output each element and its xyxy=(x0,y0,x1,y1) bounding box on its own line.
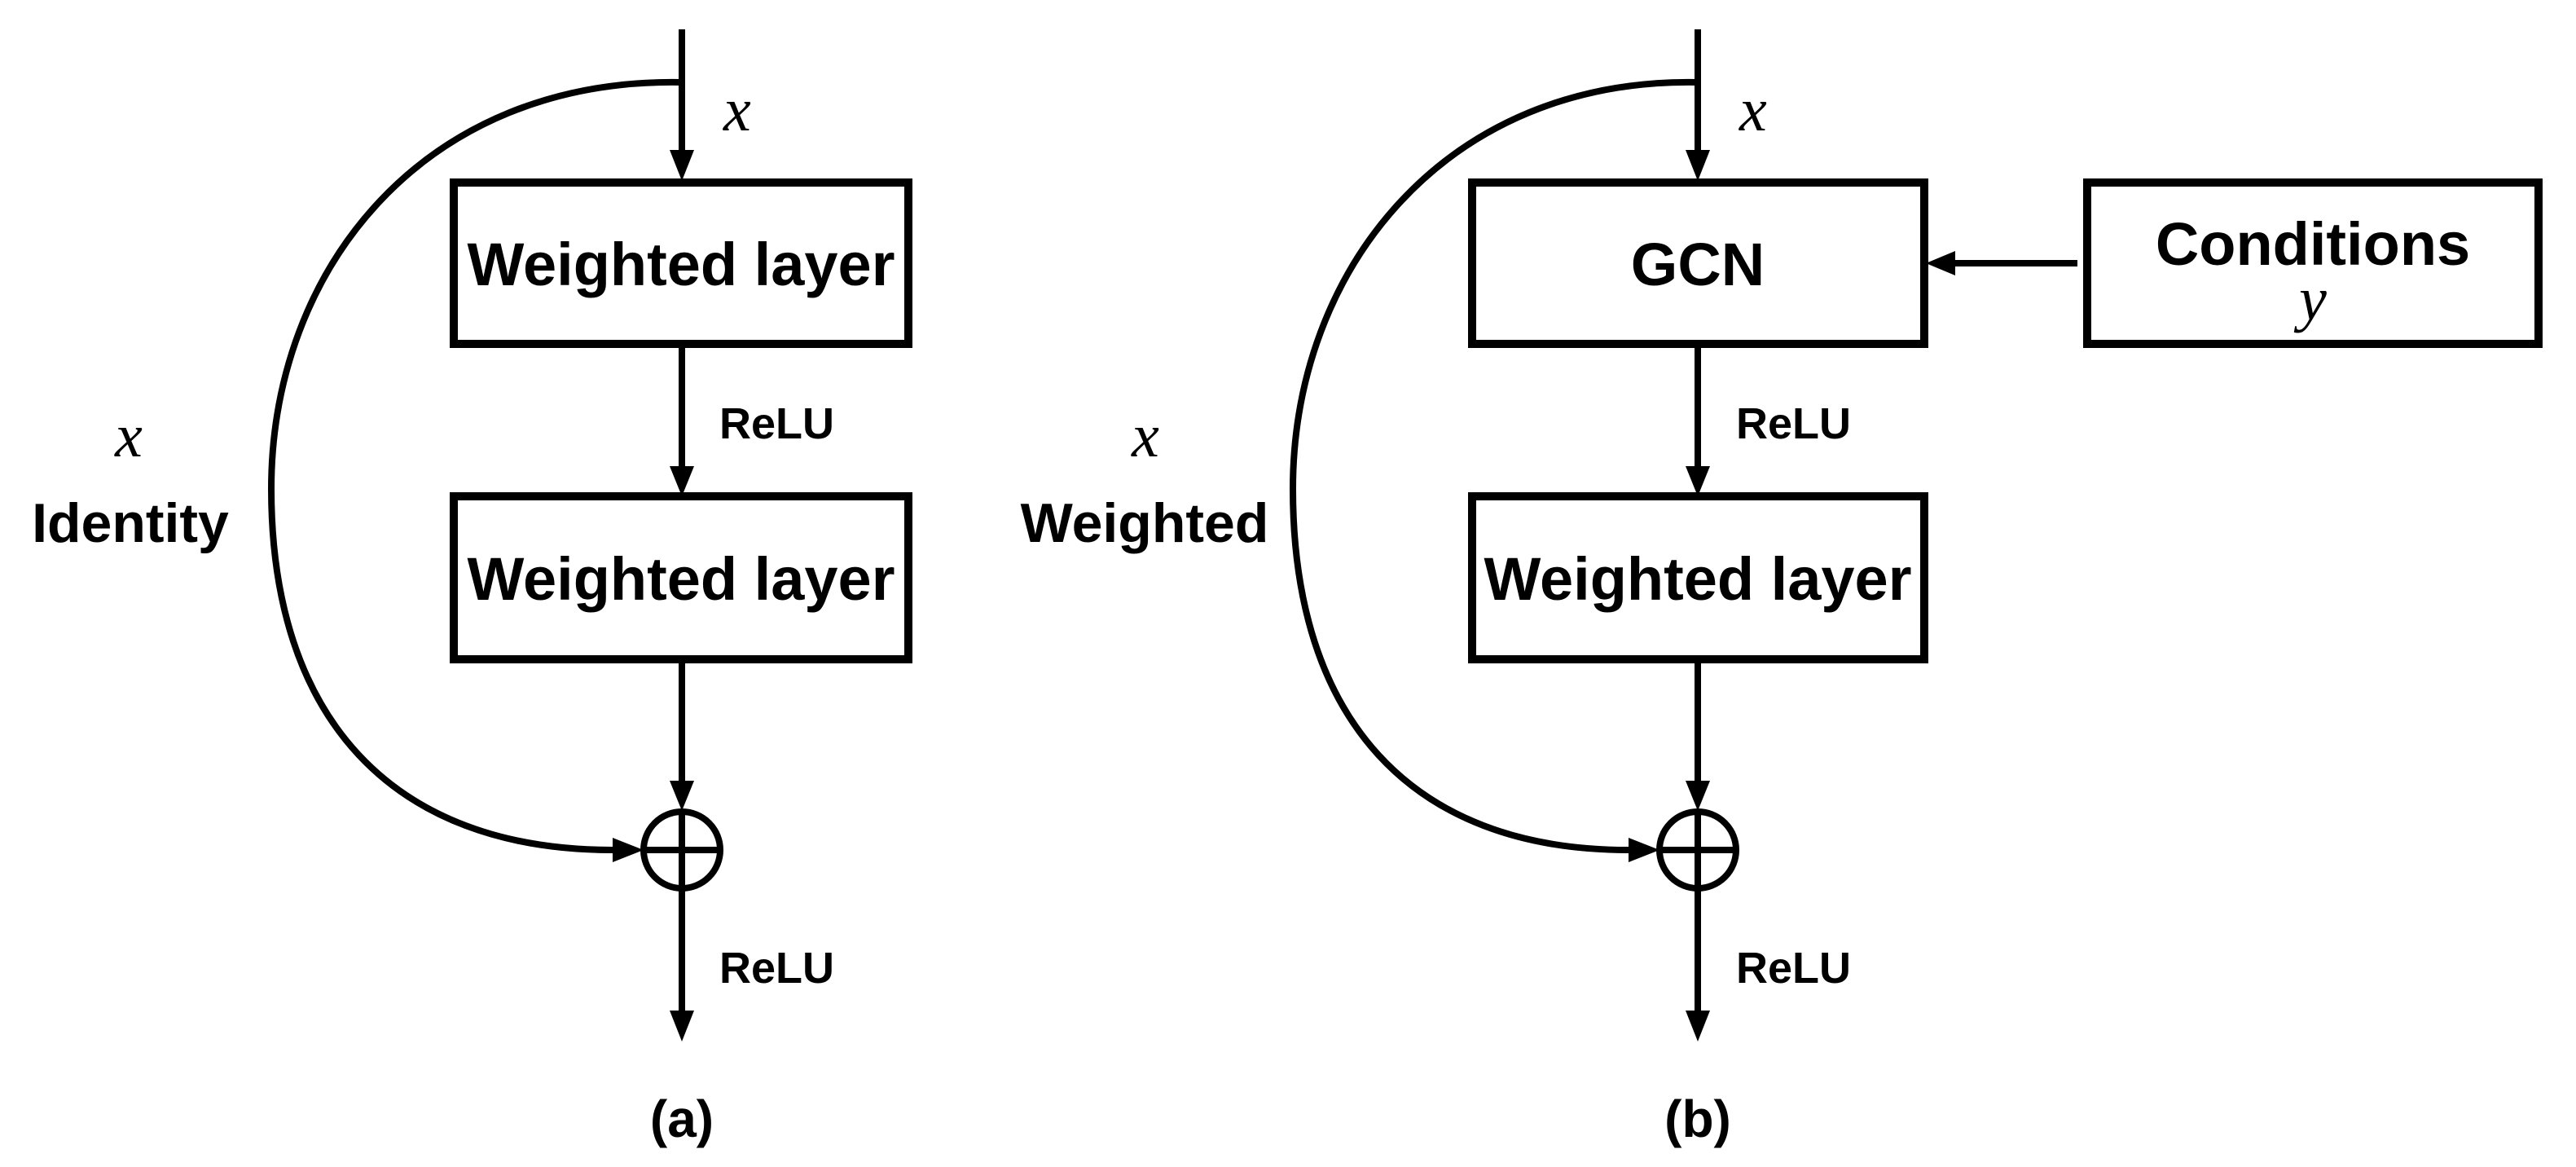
panel-b: x GCN Conditions y ReLU Weighted layer x… xyxy=(1021,29,2543,1148)
input-label: x xyxy=(1739,76,1767,144)
arrowhead xyxy=(670,466,694,496)
box1-label: Weighted layer xyxy=(467,231,895,298)
arrowhead xyxy=(1926,251,1955,275)
skip-connection-curve xyxy=(1289,78,1699,853)
relu-label-1: ReLU xyxy=(1736,399,1851,448)
skip-type-label: Identity xyxy=(32,492,229,554)
arrowhead xyxy=(670,781,694,811)
box2-label: Weighted layer xyxy=(467,545,895,613)
input-label: x xyxy=(723,76,751,144)
skip-var-label: x xyxy=(114,402,143,470)
relu-label-2: ReLU xyxy=(1736,944,1851,993)
arrowhead xyxy=(1629,838,1659,862)
relu-label-1: ReLU xyxy=(719,399,834,448)
add-node-icon xyxy=(640,808,723,892)
arrowhead xyxy=(613,838,644,862)
gcn-label: GCN xyxy=(1631,231,1765,298)
skip-type-label: Weighted xyxy=(1021,492,1269,554)
arrowhead xyxy=(1686,150,1710,181)
arrowhead xyxy=(1686,781,1710,811)
conditions-box xyxy=(2083,178,2543,348)
add-node-icon xyxy=(1656,808,1739,892)
arrowhead xyxy=(670,1011,694,1041)
arrowhead xyxy=(670,150,694,181)
gcn-box xyxy=(1468,178,1928,348)
weighted-layer-box xyxy=(1468,492,1928,663)
panel-a: x Weighted layer ReLU Weighted layer x I… xyxy=(32,29,912,1148)
weighted-layer-box-2 xyxy=(450,492,912,663)
arrowhead xyxy=(1686,466,1710,496)
caption-b: (b) xyxy=(1664,1090,1731,1148)
skip-connection-curve xyxy=(267,78,683,853)
condition-var-label: y xyxy=(2293,265,2327,333)
skip-var-label: x xyxy=(1131,402,1159,470)
relu-label-2: ReLU xyxy=(719,944,834,993)
conditions-label: Conditions xyxy=(2156,210,2470,278)
box2-label: Weighted layer xyxy=(1484,545,1911,613)
arrowhead xyxy=(1686,1011,1710,1041)
caption-a: (a) xyxy=(650,1090,714,1148)
